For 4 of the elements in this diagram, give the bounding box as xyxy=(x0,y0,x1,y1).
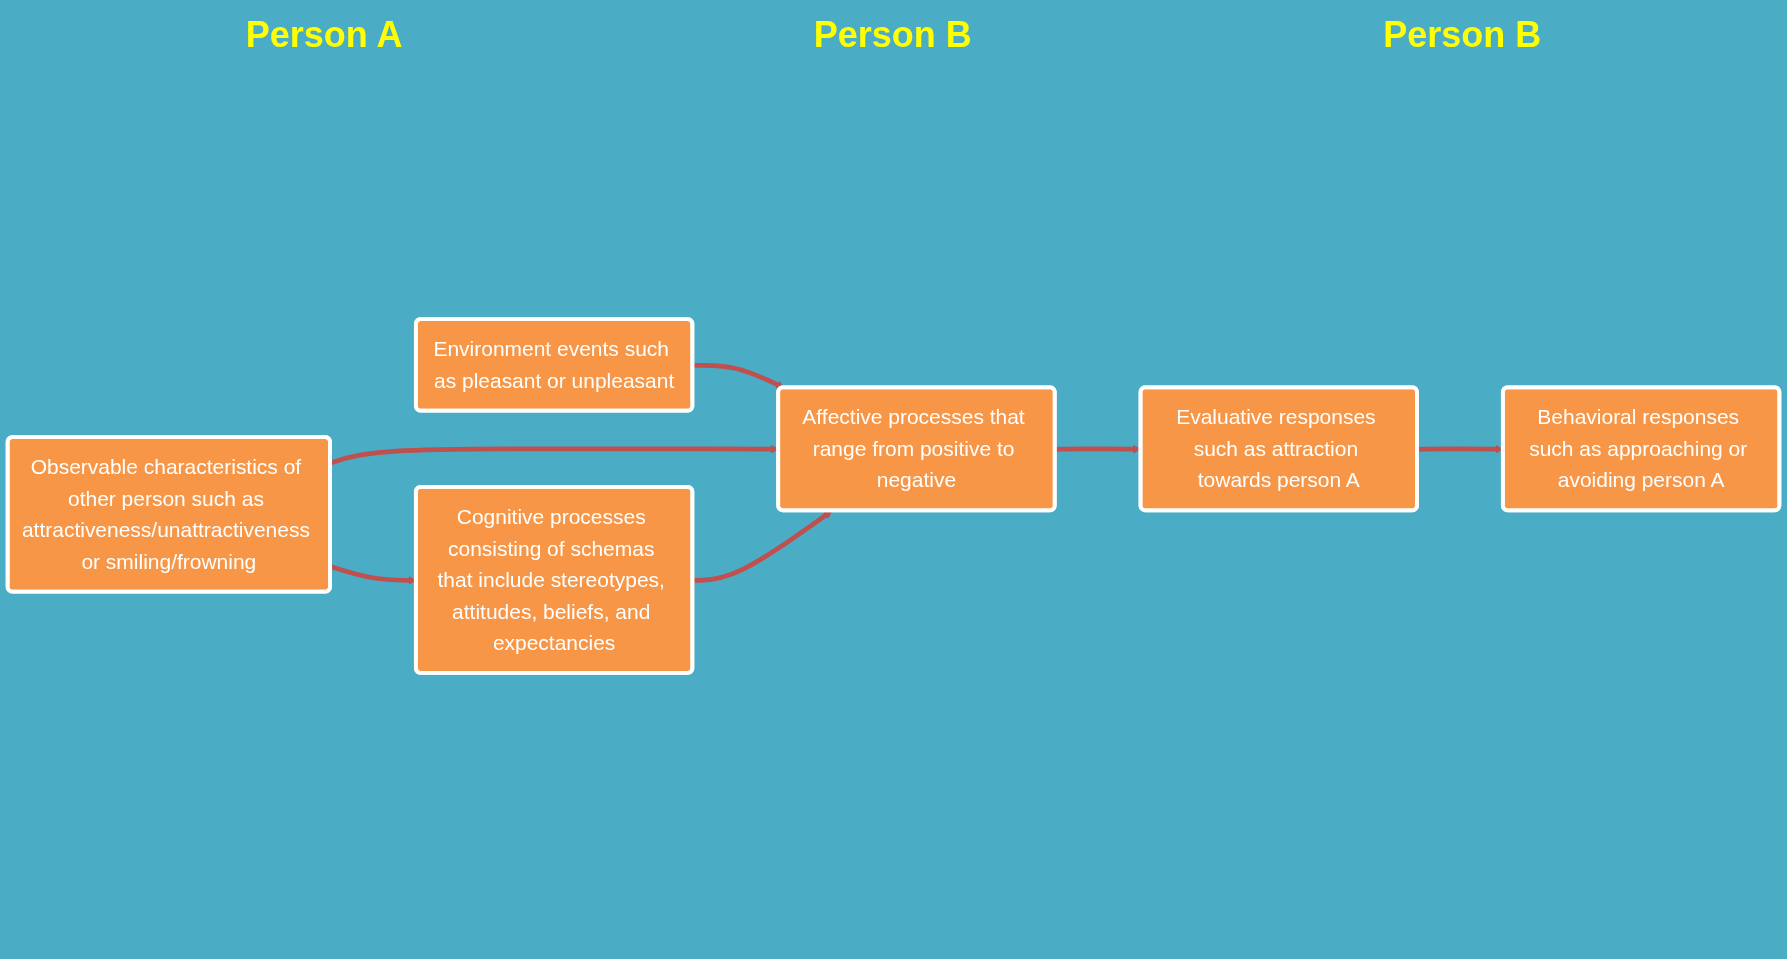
person-label: Person B xyxy=(813,14,972,56)
person-label: Person A xyxy=(245,14,403,56)
person-label: Person B xyxy=(1383,14,1542,56)
arrow xyxy=(329,564,417,585)
